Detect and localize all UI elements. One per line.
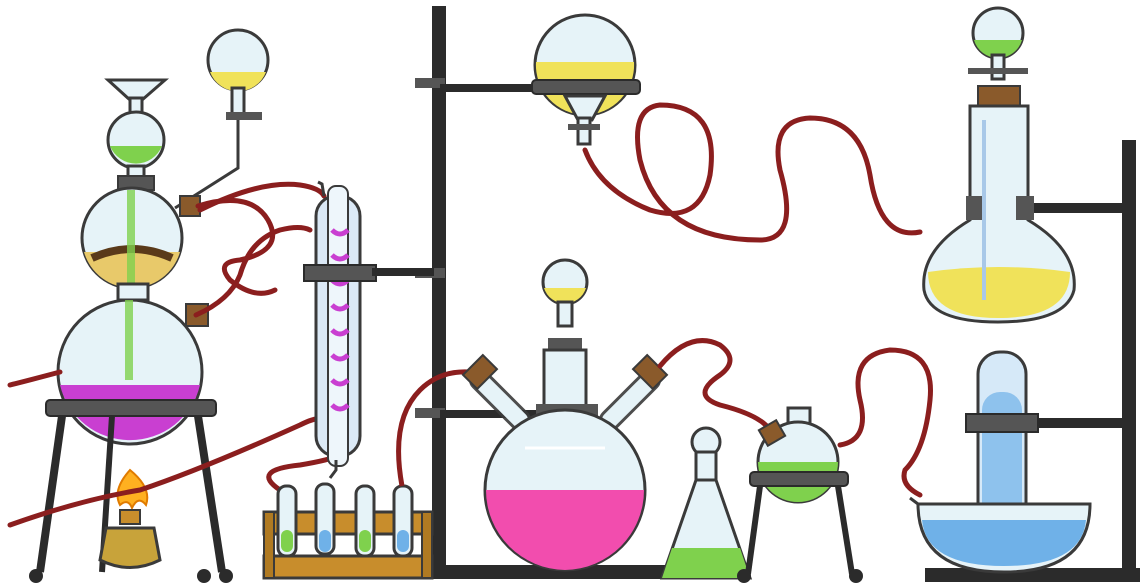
tube-flask-to-green-flask (657, 338, 773, 433)
test-tube-3 (354, 484, 376, 558)
water-bath (909, 350, 1092, 574)
top-right-flask (922, 6, 1076, 324)
loop-tube-right (837, 347, 933, 498)
test-tube-2 (314, 482, 336, 556)
left-distillation-apparatus (29, 28, 270, 583)
test-tube-4 (392, 484, 414, 558)
test-tube-rack (262, 369, 471, 580)
loop-tube-top (582, 102, 923, 243)
top-separatory-funnel (531, 13, 641, 146)
erlenmeyer-flask (659, 426, 753, 580)
three-neck-flask (461, 258, 669, 572)
green-flask-on-stand (737, 406, 863, 583)
test-tube-1 (276, 484, 298, 558)
central-ring-stand (415, 6, 720, 579)
condenser (303, 180, 434, 479)
